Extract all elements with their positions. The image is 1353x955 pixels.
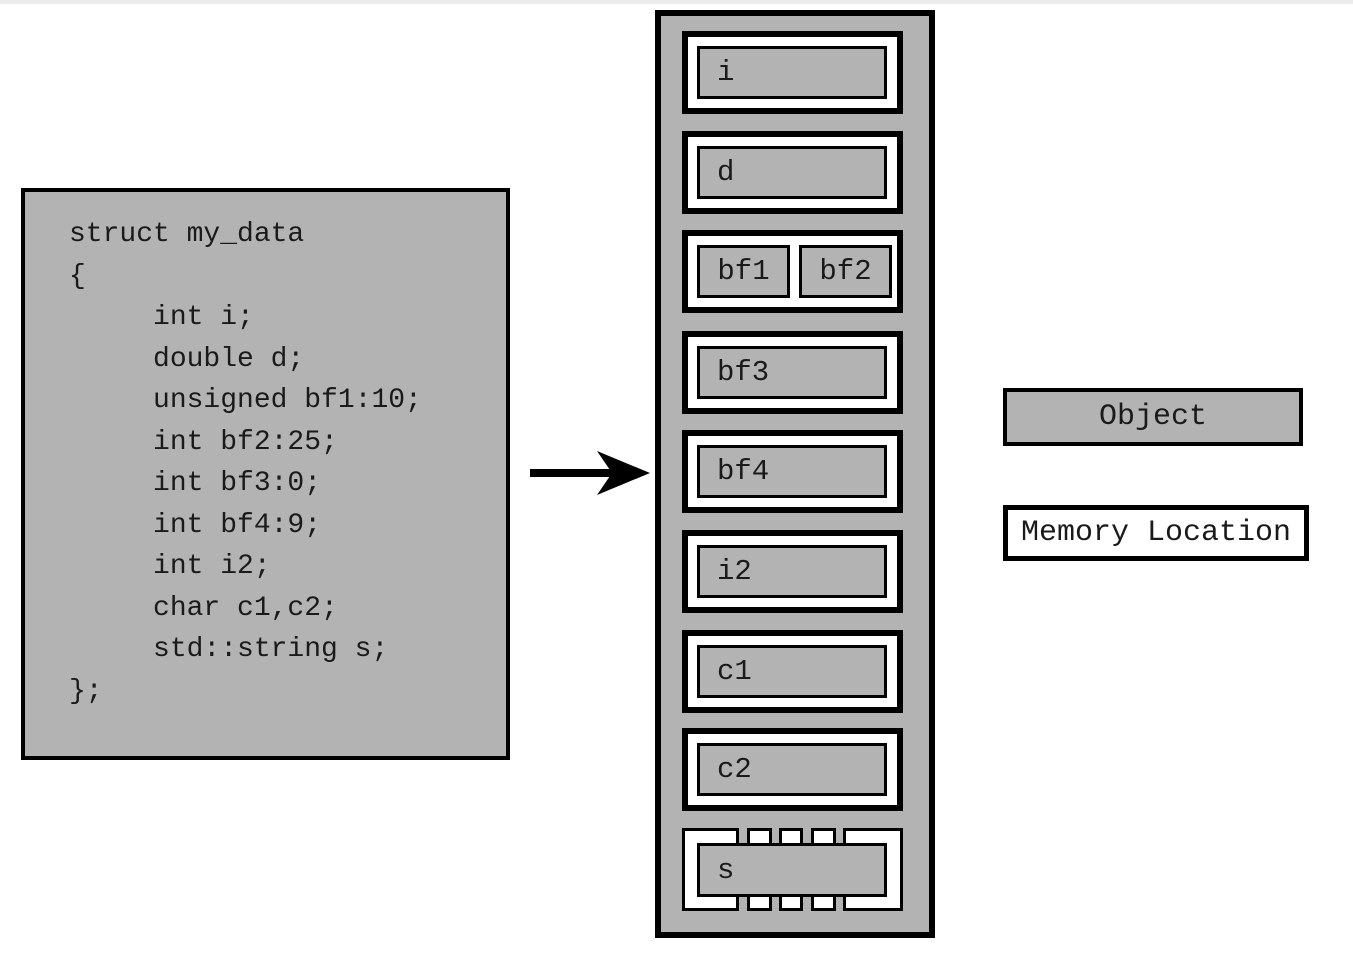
- object-label: s: [717, 853, 735, 887]
- object-label: i: [717, 56, 735, 89]
- object-label: bf1: [717, 255, 770, 288]
- object-c2: c2: [697, 743, 887, 796]
- code-line: int i2;: [69, 551, 271, 582]
- code-line: double d;: [69, 343, 305, 375]
- object-label: bf2: [819, 255, 872, 288]
- object-bf1: bf1: [697, 245, 790, 298]
- code-line: std::string s;: [69, 634, 389, 665]
- object-bf4: bf4: [697, 445, 887, 498]
- legend-object-swatch: Object: [1003, 388, 1303, 446]
- memory-location-bf3: bf3: [682, 331, 903, 414]
- object-s: s: [697, 843, 887, 897]
- struct-source-code-box: struct my_data { int i; double d; unsign…: [21, 188, 510, 760]
- object-label: c2: [717, 753, 752, 786]
- memory-location-i2: i2: [682, 530, 903, 613]
- object-d: d: [697, 146, 887, 199]
- top-edge-strip: [0, 0, 1353, 4]
- object-i2: i2: [697, 545, 887, 598]
- memory-location-c2: c2: [682, 728, 903, 811]
- object-bf2: bf2: [799, 245, 892, 298]
- code-line: int bf3:0;: [69, 468, 322, 499]
- object-label: bf4: [717, 455, 770, 488]
- legend-memory-location-swatch: Memory Location: [1003, 505, 1309, 561]
- object-label: d: [717, 156, 735, 189]
- memory-location-d: d: [682, 131, 903, 214]
- memory-column: i d bf1 bf2 bf3 bf4: [655, 10, 935, 938]
- code-line: char c1,c2;: [69, 592, 338, 624]
- code-line: unsigned bf1:10;: [69, 385, 422, 416]
- code-line: int bf2:25;: [69, 426, 338, 458]
- code-line: int bf4:9;: [69, 509, 322, 541]
- memory-location-bf1-bf2: bf1 bf2: [682, 230, 903, 313]
- legend-object-label: Object: [1098, 400, 1208, 434]
- code-line: };: [69, 675, 103, 707]
- memory-location-i: i: [682, 31, 903, 114]
- code-line: {: [69, 260, 86, 292]
- right-arrow-icon: [530, 451, 650, 495]
- object-label: c1: [717, 655, 752, 688]
- object-bf3: bf3: [697, 346, 887, 399]
- memory-location-bf4: bf4: [682, 430, 903, 513]
- memory-location-c1: c1: [682, 630, 903, 713]
- object-label: bf3: [717, 356, 770, 389]
- memory-location-s: s: [682, 828, 903, 911]
- object-i: i: [697, 46, 887, 99]
- code-line: struct my_data: [69, 219, 305, 250]
- legend-memory-location-label: Memory Location: [1020, 516, 1292, 550]
- code-line: int i;: [69, 302, 254, 333]
- object-c1: c1: [697, 645, 887, 698]
- object-label: i2: [717, 555, 752, 588]
